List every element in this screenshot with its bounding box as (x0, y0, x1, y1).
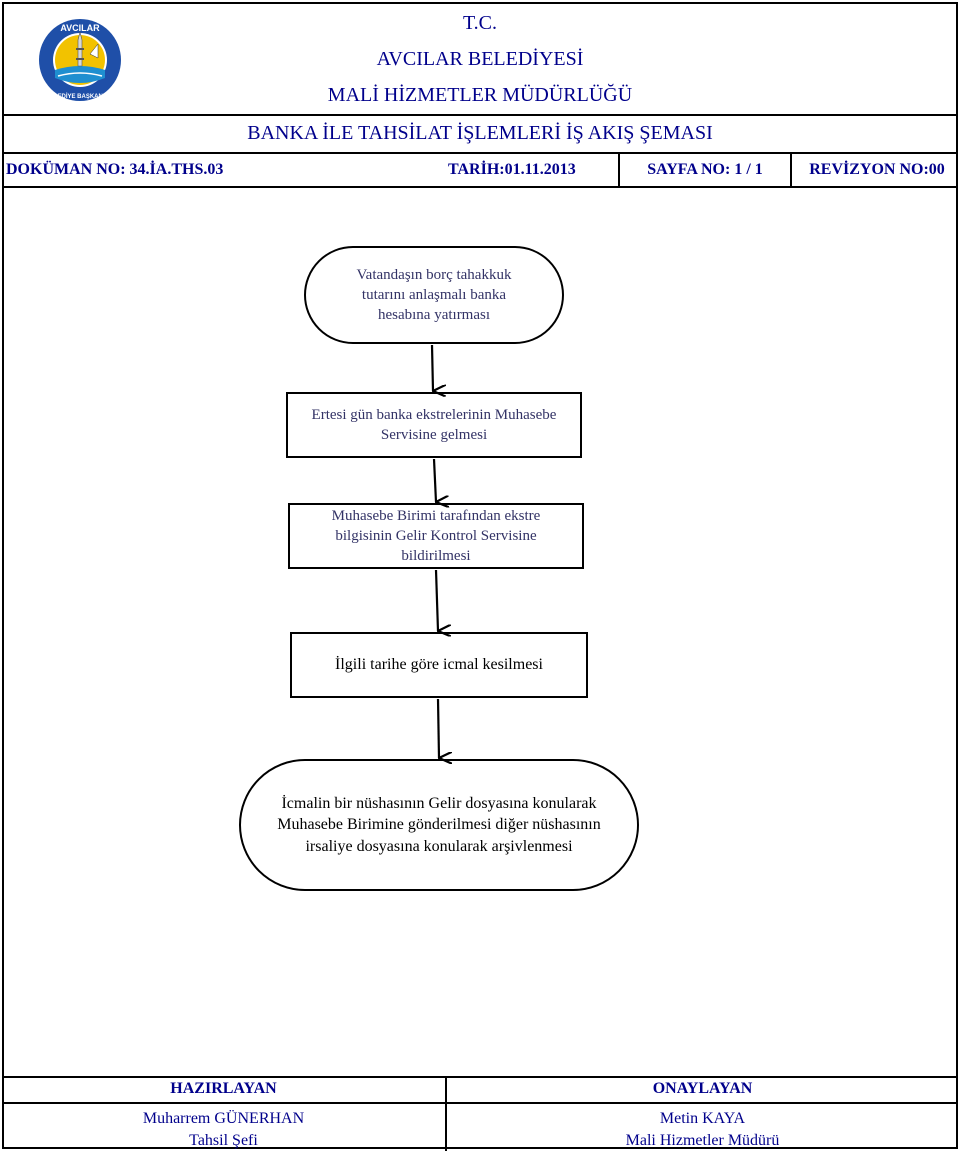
document-header: AVCILAR BELEDİYE BAŞKANLIĞI T.C. AVCILAR… (2, 2, 958, 114)
document-title: BANKA İLE TAHSİLAT İŞLEMLERİ İŞ AKIŞ ŞEM… (247, 122, 713, 144)
footer-divider (445, 1078, 447, 1151)
header-line-3: MALİ HİZMETLER MÜDÜRLÜĞÜ (327, 84, 633, 106)
prepared-title: Tahsil Şefi (189, 1132, 258, 1149)
logo-text-top: AVCILAR (60, 23, 100, 33)
prepared-label: HAZIRLAYAN (170, 1080, 277, 1097)
prepared-by-column: HAZIRLAYAN Muharrem GÜNERHAN Tahsil Şefi (2, 1078, 445, 1151)
flow-end-terminal: İcmalin bir nüshasının Gelir dosyasına k… (239, 759, 639, 891)
meta-row: DOKÜMAN NO: 34.İA.THS.03 TARİH:01.11.201… (2, 152, 958, 188)
step-4-text: İlgili tarihe göre icmal kesilmesi (335, 656, 543, 674)
prepared-name: Muharrem GÜNERHAN (142, 1110, 305, 1127)
approved-name: Metin KAYA (659, 1110, 746, 1127)
header-line-2: AVCILAR BELEDİYESİ (376, 48, 584, 70)
step-2-text: Ertesi gün banka ekstrelerinin Muhasebe … (311, 406, 557, 443)
approved-label: ONAYLAYAN (652, 1080, 753, 1097)
flow-process-4: İlgili tarihe göre icmal kesilmesi (290, 632, 588, 698)
flow-process-3: Muhasebe Birimi tarafından ekstre bilgis… (288, 503, 584, 569)
flow-start-terminal: Vatandaşın borç tahakkuk tutarını anlaşm… (304, 246, 564, 344)
logo-text-bottom: BELEDİYE BAŞKANLIĞI (45, 92, 114, 100)
doc-date: TARİH:01.11.2013 (448, 161, 576, 178)
approved-by-column: ONAYLAYAN Metin KAYA Mali Hizmetler Müdü… (447, 1078, 958, 1151)
revision-number: REVİZYON NO:00 (790, 154, 958, 186)
header-line-1: T.C. (462, 12, 498, 34)
title-row: BANKA İLE TAHSİLAT İŞLEMLERİ İŞ AKIŞ ŞEM… (2, 116, 958, 152)
signature-footer: HAZIRLAYAN Muharrem GÜNERHAN Tahsil Şefi… (2, 1076, 958, 1151)
prepared-block: Muharrem GÜNERHAN Tahsil Şefi (2, 1108, 445, 1151)
page-number: SAYFA NO: 1 / 1 (618, 154, 790, 186)
step-5-text: İcmalin bir nüshasının Gelir dosyasına k… (277, 794, 601, 855)
step-1-text: Vatandaşın borç tahakkuk tutarını anlaşm… (356, 266, 512, 324)
doc-number: DOKÜMAN NO: 34.İA.THS.03 (6, 161, 224, 178)
header-divider (2, 114, 958, 116)
flow-process-2: Ertesi gün banka ekstrelerinin Muhasebe … (286, 392, 582, 458)
approved-block: Metin KAYA Mali Hizmetler Müdürü (447, 1108, 958, 1151)
avcilar-municipality-logo: AVCILAR BELEDİYE BAŞKANLIĞI (39, 19, 121, 101)
approved-title: Mali Hizmetler Müdürü (625, 1132, 780, 1149)
step-3-text: Muhasebe Birimi tarafından ekstre bilgis… (331, 507, 541, 565)
footer-line (2, 1102, 958, 1104)
